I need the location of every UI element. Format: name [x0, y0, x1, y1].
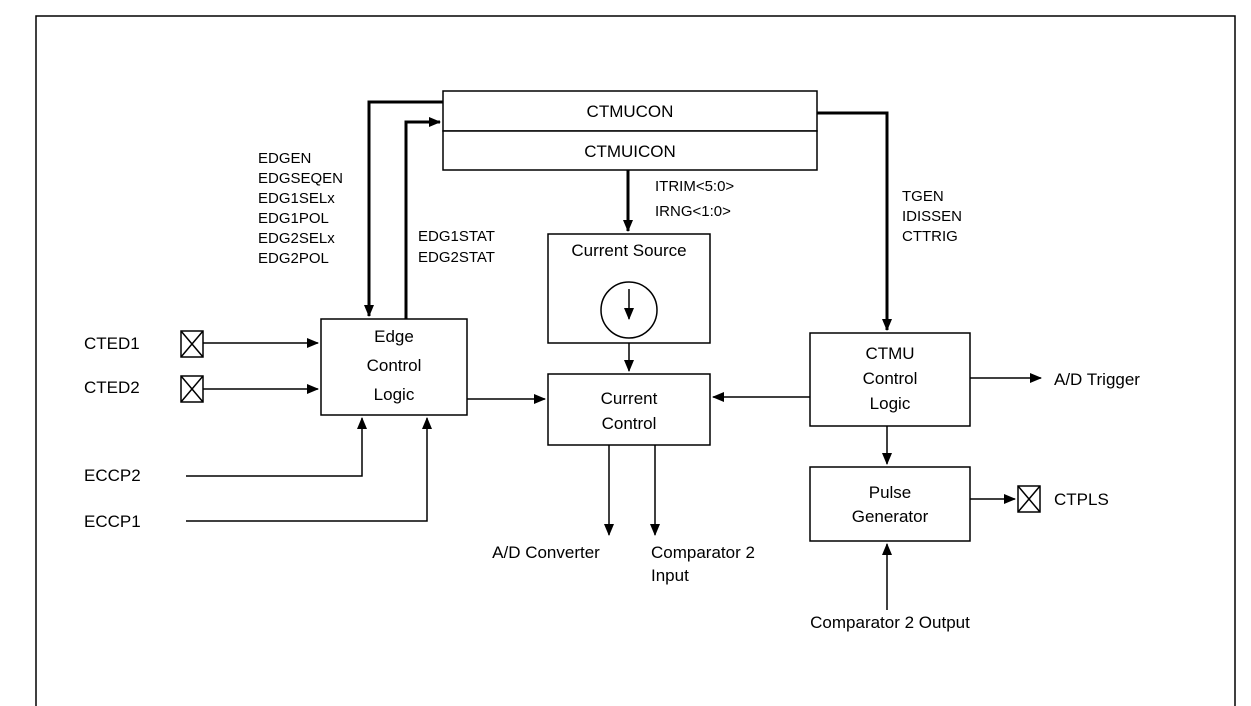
figure-frame [35, 15, 1236, 706]
signal-edg1selx: EDG1SELx [258, 190, 335, 207]
cted2-label: CTED2 [84, 378, 140, 397]
edge-status-bus [404, 117, 441, 319]
pulse-generator-block: Pulse Generator [809, 466, 971, 542]
signal-edg2stat: EDG2STAT [418, 249, 495, 266]
current-control-block: Current Control [547, 373, 711, 446]
eccp1-wire [186, 417, 432, 522]
comparator2-input-line-2: Input [651, 566, 689, 585]
current-control-line-1: Current [601, 389, 658, 408]
signal-edg2selx: EDG2SELx [258, 230, 335, 247]
edge-control-line-1: Edge [374, 327, 414, 346]
ad-trigger-label: A/D Trigger [1054, 370, 1140, 389]
signal-tgen: TGEN [902, 188, 944, 205]
eccp2-wire [186, 417, 367, 477]
cted1-pin-icon [180, 330, 204, 358]
ctpls-pin-icon [1017, 485, 1041, 513]
current-control-line-2: Control [602, 414, 657, 433]
comparator2-input-line-1: Comparator 2 [651, 543, 755, 562]
signal-edgen: EDGEN [258, 150, 311, 167]
edge-config-bus [364, 100, 443, 317]
ctmu-config-signals: TGEN IDISSEN CTTRIG [902, 188, 962, 245]
cted2-pin-icon [180, 375, 204, 403]
ctmu-control-line-1: CTMU [865, 344, 914, 363]
ctpls-label: CTPLS [1054, 490, 1109, 509]
ctmu-config-bus [817, 111, 892, 331]
signal-cttrig: CTTRIG [902, 228, 958, 245]
pulse-generator-line-2: Generator [852, 507, 929, 526]
current-trim-signals: ITRIM<5:0> IRNG<1:0> [655, 178, 734, 220]
ctmuicon-register [442, 130, 818, 171]
ad-converter-label: A/D Converter [492, 543, 600, 562]
edge-control-line-2: Control [367, 356, 422, 375]
pulse-generator-line-1: Pulse [869, 483, 912, 502]
signal-edg1pol: EDG1POL [258, 210, 329, 227]
edge-status-signals: EDG1STAT EDG2STAT [418, 228, 495, 266]
signal-itrim: ITRIM<5:0> [655, 178, 734, 195]
signal-edg1stat: EDG1STAT [418, 228, 495, 245]
ctmu-control-line-2: Control [863, 369, 918, 388]
signal-edg2pol: EDG2POL [258, 250, 329, 267]
current-source-block: Current Source [547, 233, 711, 344]
ctmuicon-label: CTMUICON [584, 142, 676, 161]
eccp1-label: ECCP1 [84, 512, 141, 531]
cted1-label: CTED1 [84, 334, 140, 353]
ctmu-control-logic-block: CTMU Control Logic [809, 332, 971, 427]
comparator2-output-label: Comparator 2 Output [810, 613, 970, 632]
edge-control-line-3: Logic [374, 385, 415, 404]
edge-control-logic-block: Edge Control Logic [320, 318, 468, 416]
register-block: CTMUCON CTMUICON [442, 90, 818, 171]
edge-config-signals: EDGEN EDGSEQEN EDG1SELx EDG1POL EDG2SELx… [258, 150, 343, 267]
signal-irng: IRNG<1:0> [655, 203, 731, 220]
signal-idissen: IDISSEN [902, 208, 962, 225]
current-source-icon [600, 281, 658, 339]
signal-edgseqen: EDGSEQEN [258, 170, 343, 187]
ctmucon-label: CTMUCON [587, 102, 674, 121]
current-source-label: Current Source [571, 241, 686, 260]
eccp2-label: ECCP2 [84, 466, 141, 485]
ctmu-control-line-3: Logic [870, 394, 911, 413]
